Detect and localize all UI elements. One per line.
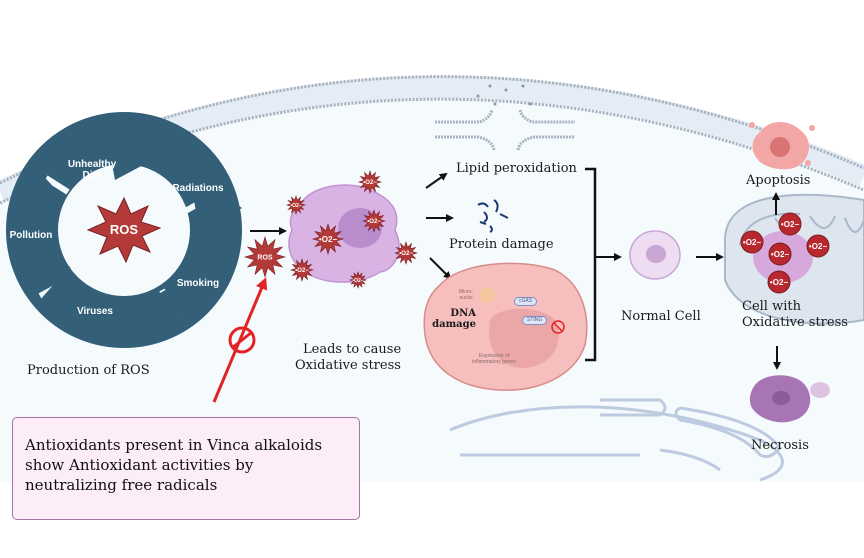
dna-line2: damage [432,319,476,330]
cycle-label-smoking: Smoking [176,278,220,289]
label-necrosis: Necrosis [751,438,809,453]
arrow-to-lipid [425,172,448,189]
superoxide-radical-icon [778,212,802,236]
cycle-label-pollution: Pollution [9,230,53,241]
label-oxidative-stress: Oxidative stress [742,315,848,330]
label-normal-cell: Normal Cell [621,309,701,324]
cycle-label-radiations: Radiations [172,183,224,194]
superoxide-radical-icon [393,240,419,266]
protein-icon [477,199,509,233]
superoxide-radical-label: •O2− [771,250,789,259]
label-micronuclei: Micro- nuclei [459,289,473,301]
superoxide-radical-icon [806,234,830,258]
superoxide-radical-icon [311,222,345,256]
ros-star-icon [86,196,162,264]
superoxide-radical-icon [348,270,368,290]
superoxide-radical-label: •O2− [743,238,761,247]
superoxide-radical-icon-label: •O2− [295,268,309,274]
apoptotic-cell-icon [749,122,815,170]
bracket [585,167,597,362]
superoxide-radical-label: •O2− [781,220,799,229]
caption-oxidative-stress: Oxidative stress [295,358,401,373]
superoxide-radical-icon [740,230,764,254]
normal-cell-icon [629,230,681,280]
superoxide-radical-icon-label: •O2− [399,251,413,257]
superoxide-radical-icon-label: •O2− [290,203,301,209]
ros-center-label: ROS [109,222,139,237]
superoxide-radical-icon-label: •O2− [319,235,337,244]
dna-line1: DNA [450,308,476,319]
label-sting: STING [522,316,548,325]
superoxide-radical-icon-label: •O2− [363,180,377,186]
ros-star-icon [243,235,287,279]
lipid-bilayer-icon [435,84,575,151]
antioxidant-note-box: Antioxidants present in Vinca alkaloids … [12,417,360,520]
caption-leads-to-cause: Leads to cause [303,342,402,357]
ros-star-icon-label: ROS [257,254,273,261]
label-apoptosis: Apoptosis [746,173,811,188]
antioxidant-inhibition-arrow [212,277,268,403]
label-cgas: cGAS [514,297,538,306]
label-lipid-peroxidation: Lipid peroxidation [456,161,577,176]
radicals-layer: ROS •O2− •O2− •O2− •O2− •O2− •O2− •O2− •O2− •O2− •… [243,169,830,294]
superoxide-radical-icon [357,169,383,195]
cycle-label-viruses: Viruses [77,306,113,317]
antioxidant-note-text: Antioxidants present in Vinca alkaloids … [25,436,323,494]
label-expression-genes: Expression of inflammatory genes [472,353,516,365]
caption-production-of-ros: Production of ROS [27,363,150,378]
ros-production-cycle [6,112,242,348]
endoplasmic-reticulum-icon [449,398,784,482]
superoxide-radical-label: •O2− [770,278,788,287]
cycle-label-unhealthy-diet: Unhealthy Diet [67,159,117,181]
label-cell-with: Cell with [742,299,801,314]
superoxide-radical-icon [285,194,307,216]
label-protein-damage: Protein damage [449,237,554,252]
superoxide-radical-icon-label: •O2− [367,219,381,225]
superoxide-radical-icon [768,242,792,266]
superoxide-radical-label: •O2− [809,242,827,251]
superoxide-radical-icon [767,270,791,294]
superoxide-radical-icon-label: •O2− [352,278,363,284]
superoxide-radical-icon [289,257,315,283]
necrotic-cell-icon [749,375,830,423]
arrow-to-dna [429,257,452,280]
superoxide-radical-icon [361,208,387,234]
